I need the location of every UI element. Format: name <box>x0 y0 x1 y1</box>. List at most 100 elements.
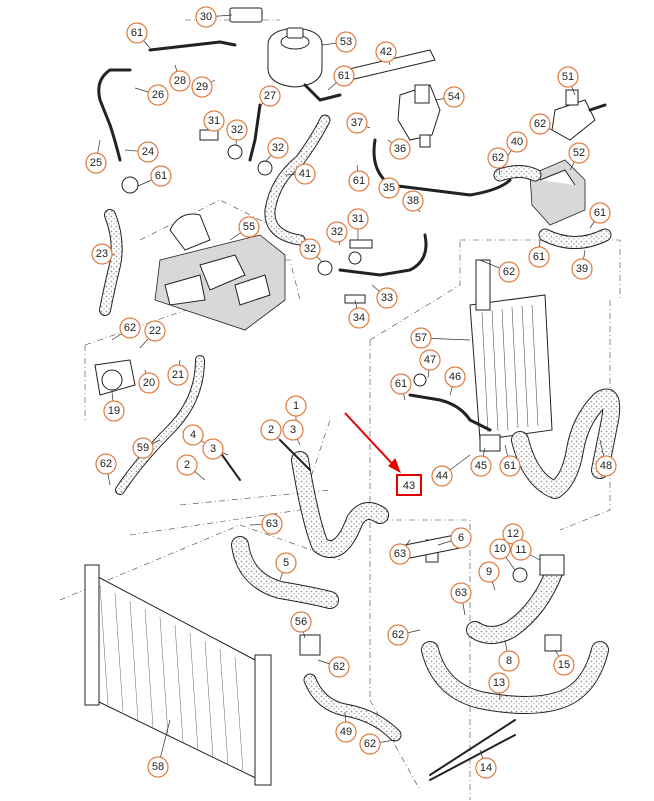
callout-42: 42 <box>375 41 397 63</box>
callout-circle <box>568 142 590 164</box>
callout-label: 5 <box>283 557 289 569</box>
callout-26: 26 <box>147 84 169 106</box>
callout-38: 38 <box>402 190 424 212</box>
callout-label: 61 <box>594 207 606 219</box>
callout-circle <box>470 455 492 477</box>
callout-circle <box>390 373 412 395</box>
callout-5: 5 <box>275 552 297 574</box>
callout-circle <box>176 454 198 476</box>
callout-label: 62 <box>100 458 112 470</box>
callout-circle <box>259 85 281 107</box>
callout-circle <box>528 246 550 268</box>
callout-49: 49 <box>335 721 357 743</box>
callout-61: 61 <box>333 65 355 87</box>
callout-circle <box>138 372 160 394</box>
callout-label: 49 <box>340 726 352 738</box>
callout-46: 46 <box>444 366 466 388</box>
callout-56: 56 <box>290 611 312 633</box>
oil-cooler <box>529 159 586 226</box>
callout-circle <box>335 31 357 53</box>
callout-circle <box>335 721 357 743</box>
coolant-valve <box>551 89 607 141</box>
callout-label: 2 <box>268 424 274 436</box>
callout-circle <box>595 455 617 477</box>
callout-circle <box>182 424 204 446</box>
callout-61: 61 <box>150 165 172 187</box>
callout-61: 61 <box>589 202 611 224</box>
callout-circle <box>376 287 398 309</box>
callout-52: 52 <box>568 142 590 164</box>
callout-33: 33 <box>376 287 398 309</box>
callout-label: 44 <box>436 470 448 482</box>
callout-label: 61 <box>353 175 365 187</box>
callout-circle <box>294 163 316 185</box>
callout-label: 35 <box>383 182 395 194</box>
callout-circle <box>529 113 551 135</box>
callout-45: 45 <box>470 455 492 477</box>
callout-32: 32 <box>326 221 348 243</box>
callout-circle <box>85 152 107 174</box>
callout-circle <box>450 582 472 604</box>
callout-29: 29 <box>191 76 213 98</box>
callout-36: 36 <box>389 138 411 160</box>
callout-label: 3 <box>210 443 216 455</box>
callout-label: 24 <box>142 146 154 158</box>
callout-62: 62 <box>119 317 141 339</box>
callout-57: 57 <box>410 327 432 349</box>
callout-label: 62 <box>333 661 345 673</box>
callout-label: 62 <box>364 738 376 750</box>
callout-61: 61 <box>528 246 550 268</box>
callout-label: 32 <box>331 226 343 238</box>
callout-circle <box>378 177 400 199</box>
callout-label: 62 <box>503 266 515 278</box>
callout-circle <box>431 465 453 487</box>
callout-label: 34 <box>353 312 365 324</box>
callout-label: 39 <box>576 263 588 275</box>
callout-circle <box>557 66 579 88</box>
callout-circle <box>147 84 169 106</box>
callout-label: 42 <box>380 46 392 58</box>
callout-circle <box>359 733 381 755</box>
callout-59: 59 <box>132 437 154 459</box>
highlight-box <box>396 474 422 496</box>
callout-circle <box>328 656 350 678</box>
fasteners-and-clamps <box>121 7 565 781</box>
callout-circle <box>169 70 191 92</box>
callout-62: 62 <box>95 453 117 475</box>
callout-circle <box>267 137 289 159</box>
callout-label: 56 <box>295 616 307 628</box>
callout-62: 62 <box>328 656 350 678</box>
highlighted-callout-group: 43 <box>344 412 422 496</box>
callout-10: 10 <box>489 538 511 560</box>
callout-55: 55 <box>238 216 260 238</box>
callout-62: 62 <box>498 261 520 283</box>
callout-62: 62 <box>359 733 381 755</box>
callout-circle <box>389 543 411 565</box>
callout-label: 25 <box>90 157 102 169</box>
callout-circle <box>95 453 117 475</box>
callout-label: 32 <box>231 124 243 136</box>
callout-label: 9 <box>486 566 492 578</box>
callout-label: 61 <box>131 27 143 39</box>
callout-14: 14 <box>475 757 497 779</box>
callout-31: 31 <box>203 110 225 132</box>
callout-circle <box>488 672 510 694</box>
callout-circle <box>238 216 260 238</box>
callout-63: 63 <box>261 513 283 535</box>
callout-label: 30 <box>200 11 212 23</box>
callout-label: 26 <box>152 89 164 101</box>
callout-40: 40 <box>506 131 528 153</box>
callout-circle <box>389 138 411 160</box>
callout-47: 47 <box>419 349 441 371</box>
cylinder-head-flange <box>154 213 286 331</box>
callout-13: 13 <box>488 672 510 694</box>
callout-label: 63 <box>455 587 467 599</box>
callout-label: 33 <box>381 292 393 304</box>
callout-label: 22 <box>149 325 161 337</box>
callout-circle <box>103 400 125 422</box>
callout-19: 19 <box>103 400 125 422</box>
callout-label: 41 <box>299 168 311 180</box>
coolant-hoses <box>99 114 621 742</box>
